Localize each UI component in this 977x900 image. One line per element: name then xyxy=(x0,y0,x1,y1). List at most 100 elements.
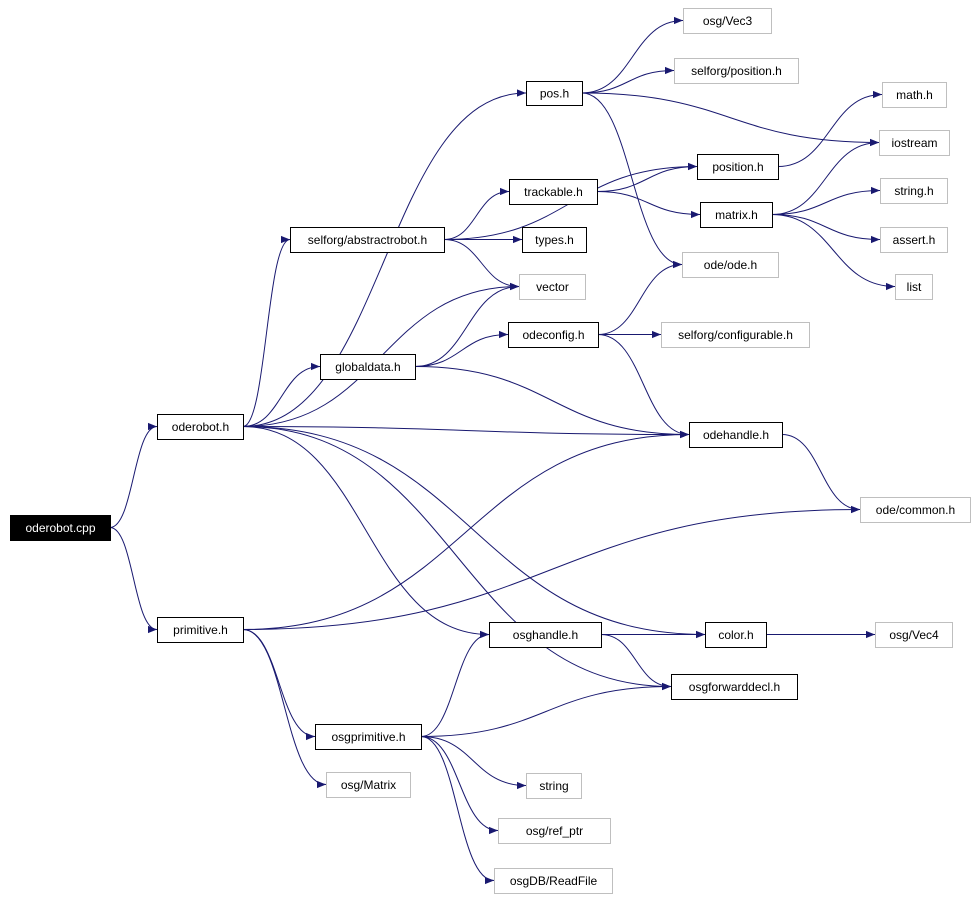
node-box xyxy=(683,8,772,34)
node-box xyxy=(697,154,779,180)
edge-abstractrobot_h-to-trackable_h xyxy=(443,187,510,240)
node-box xyxy=(895,274,933,300)
edges-layer xyxy=(109,16,896,885)
node-color-h[interactable]: color.h xyxy=(705,622,767,648)
edge-odehandle_h-to-ode_common_h xyxy=(781,434,861,514)
edge-globaldata_h-to-vector xyxy=(414,282,520,367)
node-box xyxy=(880,178,948,204)
edge-oderobot_cpp-to-primitive_h xyxy=(109,527,158,634)
node-label: color.h xyxy=(718,628,753,642)
node-primitive-h[interactable]: primitive.h xyxy=(157,617,244,643)
edge-primitive_h-to-ode_common_h xyxy=(242,505,861,630)
node-odeconfig-h[interactable]: odeconfig.h xyxy=(508,322,599,348)
node-label: assert.h xyxy=(893,233,936,247)
node-ode-common-h: ode/common.h xyxy=(860,497,971,523)
edge-matrix_h-to-string_h xyxy=(771,186,881,215)
node-label: matrix.h xyxy=(715,208,758,222)
edge-osghandle_h-to-osgforwarddecl_h xyxy=(600,634,672,691)
edge-oderobot_cpp-to-oderobot_h xyxy=(109,422,158,528)
node-box xyxy=(671,674,798,700)
node-vector: vector xyxy=(519,274,586,300)
node-osg-matrix: osg/Matrix xyxy=(326,772,411,798)
node-label: position.h xyxy=(712,160,763,174)
node-label: math.h xyxy=(896,88,933,102)
edge-osgprimitive_h-to-osgforwarddecl_h xyxy=(420,682,672,737)
edge-position_h-to-math_h xyxy=(777,90,883,167)
node-box xyxy=(526,81,583,106)
node-box xyxy=(290,227,445,253)
edge-oderobot_h-to-abstractrobot_h xyxy=(242,235,291,427)
edge-primitive_h-to-odehandle_h xyxy=(242,430,690,630)
node-odehandle-h[interactable]: odehandle.h xyxy=(689,422,783,448)
edge-primitive_h-to-osgprimitive_h xyxy=(242,629,316,741)
node-osg-vec4: osg/Vec4 xyxy=(875,622,953,648)
edge-odeconfig_h-to-odehandle_h xyxy=(597,334,690,439)
node-selforg-configurable-h: selforg/configurable.h xyxy=(661,322,810,348)
node-label: ode/common.h xyxy=(876,503,955,517)
node-assert-h: assert.h xyxy=(880,227,948,253)
node-box xyxy=(494,868,613,894)
node-abstractrobot-h[interactable]: selforg/abstractrobot.h xyxy=(290,227,445,253)
node-osg-ref-ptr: osg/ref_ptr xyxy=(498,818,611,844)
node-box xyxy=(682,252,779,278)
node-label: selforg/position.h xyxy=(691,64,782,78)
node-pos-h[interactable]: pos.h xyxy=(526,81,583,106)
node-box xyxy=(315,724,422,750)
node-label: oderobot.cpp xyxy=(25,521,95,535)
edge-primitive_h-to-osg_matrix xyxy=(242,629,327,789)
node-matrix-h[interactable]: matrix.h xyxy=(700,202,773,228)
edge-matrix_h-to-assert_h xyxy=(771,214,881,244)
node-label: osg/Vec3 xyxy=(703,14,753,28)
node-math-h: math.h xyxy=(882,82,947,108)
node-label: odeconfig.h xyxy=(522,328,584,342)
node-label: string.h xyxy=(894,184,933,198)
node-box xyxy=(508,322,599,348)
node-box xyxy=(10,515,111,541)
node-trackable-h[interactable]: trackable.h xyxy=(509,179,598,205)
edge-oderobot_h-to-odehandle_h xyxy=(242,426,690,439)
node-label: primitive.h xyxy=(173,623,228,637)
node-osg-vec3: osg/Vec3 xyxy=(683,8,772,34)
edge-odeconfig_h-to-ode_ode_h xyxy=(597,260,683,335)
edge-oderobot_h-to-color_h xyxy=(242,426,706,639)
node-label: ode/ode.h xyxy=(704,258,757,272)
edge-pos_h-to-iostream xyxy=(581,92,880,147)
node-label: types.h xyxy=(535,233,574,247)
node-box xyxy=(157,414,244,440)
node-label: trackable.h xyxy=(524,185,583,199)
node-label: osghandle.h xyxy=(513,628,578,642)
edge-oderobot_h-to-osgforwarddecl_h xyxy=(242,426,672,691)
node-box xyxy=(320,354,416,380)
node-iostream: iostream xyxy=(879,130,950,156)
node-label: osg/Matrix xyxy=(341,778,396,792)
node-box xyxy=(519,274,586,300)
node-oderobot-cpp[interactable]: oderobot.cpp xyxy=(10,515,111,541)
node-osghandle-h[interactable]: osghandle.h xyxy=(489,622,602,648)
node-box xyxy=(705,622,767,648)
node-osgdb-readfile: osgDB/ReadFile xyxy=(494,868,613,894)
node-types-h[interactable]: types.h xyxy=(522,227,587,253)
node-box xyxy=(489,622,602,648)
node-globaldata-h[interactable]: globaldata.h xyxy=(320,354,416,380)
node-label: pos.h xyxy=(540,87,569,101)
node-box xyxy=(661,322,810,348)
node-label: osg/Vec4 xyxy=(889,628,939,642)
edge-globaldata_h-to-odehandle_h xyxy=(414,366,690,439)
node-position-h[interactable]: position.h xyxy=(697,154,779,180)
node-selforg-position-h: selforg/position.h xyxy=(674,58,799,84)
node-box xyxy=(875,622,953,648)
node-label: string xyxy=(539,779,568,793)
edge-trackable_h-to-matrix_h xyxy=(596,191,701,219)
node-osgforwarddecl-h[interactable]: osgforwarddecl.h xyxy=(671,674,798,700)
edge-globaldata_h-to-odeconfig_h xyxy=(414,330,509,367)
edge-osgprimitive_h-to-osgdb_readfile xyxy=(420,736,495,885)
node-string: string xyxy=(526,773,582,799)
node-label: selforg/configurable.h xyxy=(678,328,793,342)
edge-osgprimitive_h-to-string xyxy=(420,736,527,790)
node-oderobot-h[interactable]: oderobot.h xyxy=(157,414,244,440)
edge-pos_h-to-ode_ode_h xyxy=(581,92,683,269)
node-osgprimitive-h[interactable]: osgprimitive.h xyxy=(315,724,422,750)
edge-matrix_h-to-iostream xyxy=(771,138,880,215)
node-box xyxy=(509,179,598,205)
